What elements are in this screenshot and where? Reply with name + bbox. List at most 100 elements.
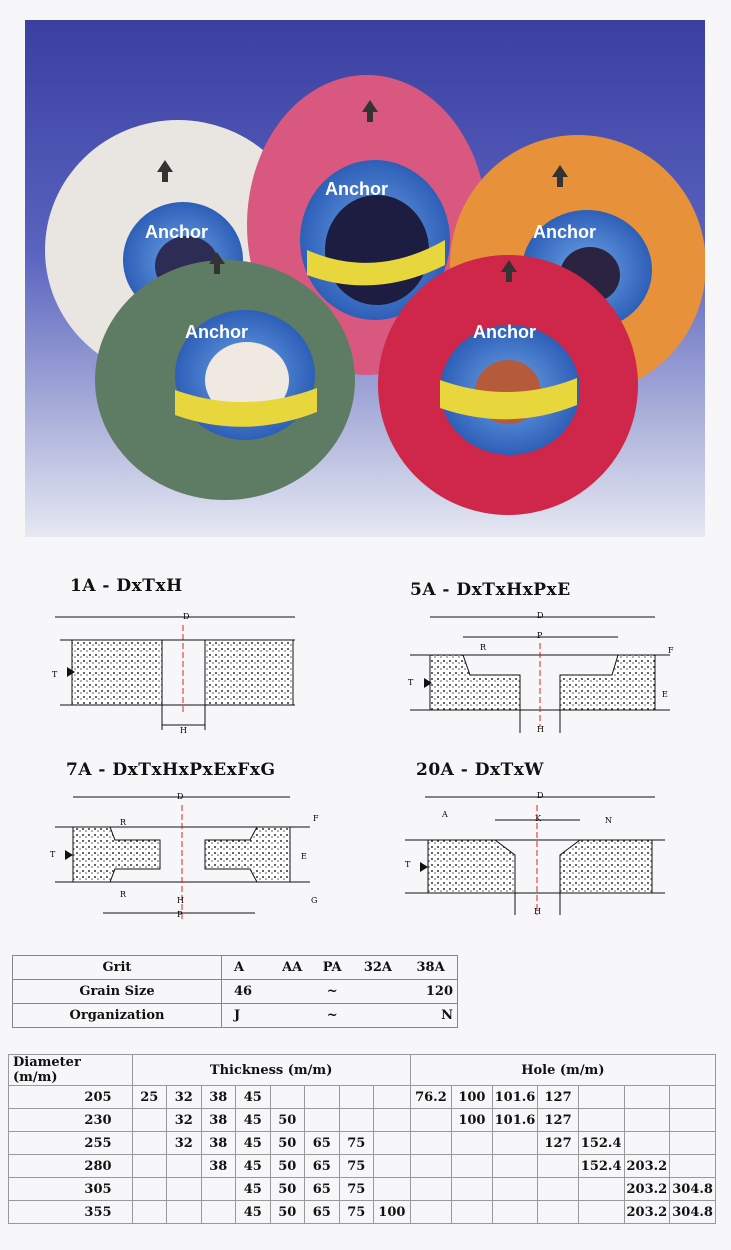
thickness-cell: 38 [200, 1154, 237, 1178]
thickness-cell [200, 1200, 237, 1224]
thickness-cell [131, 1177, 168, 1201]
thickness-cell: 38 [200, 1085, 237, 1109]
thickness-cell [131, 1200, 168, 1224]
diameter-header: Diameter (m/m) [8, 1054, 133, 1086]
thickness-cell: 32 [166, 1108, 202, 1132]
hole-cell [409, 1154, 453, 1178]
wheel-green: Anchor [95, 252, 355, 500]
grit-row-label: Grit [12, 955, 222, 980]
dim-h-label: H [537, 725, 544, 734]
hole-cell [491, 1131, 539, 1155]
thickness-cell: 45 [235, 1154, 271, 1178]
hole-cell [623, 1085, 671, 1109]
thickness-cell [304, 1085, 340, 1109]
hole-cell [491, 1200, 539, 1224]
hole-cell: 127 [537, 1108, 579, 1132]
radius-r-label: R [120, 890, 127, 899]
grit-cell: ~ [312, 979, 352, 1004]
diagram-7a: D R R T F E G P H [50, 792, 319, 920]
thickness-cell [166, 1200, 202, 1224]
thickness-cell: 65 [304, 1154, 340, 1178]
hole-cell [623, 1131, 671, 1155]
thickness-cell [131, 1154, 168, 1178]
grit-cell: PA [312, 955, 352, 980]
size-table-header-row: Diameter (m/m) Thickness (m/m) Hole (m/m… [8, 1054, 717, 1086]
diameter-cell: 280 [8, 1154, 133, 1178]
dim-h-label: H [177, 896, 184, 905]
grit-cell: 120 [404, 979, 459, 1004]
hole-cell [451, 1177, 493, 1201]
thickness-cell [373, 1085, 411, 1109]
thickness-cell: 75 [338, 1131, 375, 1155]
diameter-cell: 255 [8, 1131, 133, 1155]
grit-row-label: Grain Size [12, 979, 222, 1004]
dim-d-label: D [537, 611, 543, 620]
thickness-cell: 25 [131, 1085, 168, 1109]
dim-t-label: T [52, 670, 58, 679]
diagram-title-20a: 20A - DxTxW [416, 760, 544, 780]
thickness-cell [131, 1108, 168, 1132]
grit-cell: J [220, 1003, 272, 1028]
hole-cell [577, 1085, 625, 1109]
thickness-cell [269, 1085, 306, 1109]
hole-cell [669, 1154, 716, 1178]
hole-cell [577, 1200, 625, 1224]
hole-cell: 127 [537, 1131, 579, 1155]
hole-cell [537, 1154, 579, 1178]
thickness-cell [131, 1131, 168, 1155]
radius-r-label: R [480, 643, 487, 652]
hole-cell: 100 [451, 1108, 493, 1132]
grit-cell: 46 [220, 979, 272, 1004]
hole-cell [537, 1177, 579, 1201]
dim-t-label: T [50, 850, 56, 859]
dim-p-label: P [537, 631, 543, 640]
wheels-illustration: Anchor Anchor Anchor Anchor [45, 75, 705, 515]
hole-cell: 127 [537, 1085, 579, 1109]
dim-g-label: G [311, 896, 317, 905]
hole-cell [577, 1108, 625, 1132]
hole-cell [623, 1108, 671, 1132]
thickness-cell: 45 [235, 1085, 271, 1109]
thickness-cell: 38 [200, 1108, 237, 1132]
hole-cell [577, 1177, 625, 1201]
thickness-cell: 65 [304, 1177, 340, 1201]
thickness-cell [373, 1108, 411, 1132]
thickness-cell: 32 [166, 1085, 202, 1109]
grit-cell [351, 979, 405, 1004]
wheel-brand-label: Anchor [473, 322, 536, 342]
hole-cell: 101.6 [491, 1108, 539, 1132]
size-table: Diameter (m/m) Thickness (m/m) Hole (m/m… [8, 1054, 717, 1224]
grit-cell: ~ [312, 1003, 352, 1028]
hole-cell: 203.2 [623, 1177, 671, 1201]
wheel-brand-label: Anchor [185, 322, 248, 342]
diagram-5a: D P R T F E H [408, 611, 674, 734]
hole-cell [451, 1200, 493, 1224]
hole-cell [409, 1177, 453, 1201]
diagram-title-1a: 1A - DxTxH [70, 576, 183, 596]
dim-t-label: T [408, 678, 414, 687]
grit-cell [271, 979, 313, 1004]
radius-r-label: R [120, 818, 127, 827]
hole-cell: 304.8 [669, 1200, 716, 1224]
thickness-cell [200, 1177, 237, 1201]
dim-h-label: H [180, 726, 187, 735]
wheel-brand-label: Anchor [325, 179, 388, 199]
hole-cell [491, 1154, 539, 1178]
product-photo: Anchor Anchor Anchor Anchor [25, 20, 705, 537]
dim-d-label: D [537, 791, 543, 800]
diagram-title-5a: 5A - DxTxHxPxE [410, 580, 571, 600]
hole-cell: 101.6 [491, 1085, 539, 1109]
hole-header: Hole (m/m) [409, 1054, 717, 1086]
thickness-cell: 50 [269, 1200, 306, 1224]
grit-cell [271, 1003, 313, 1028]
hole-cell [537, 1200, 579, 1224]
